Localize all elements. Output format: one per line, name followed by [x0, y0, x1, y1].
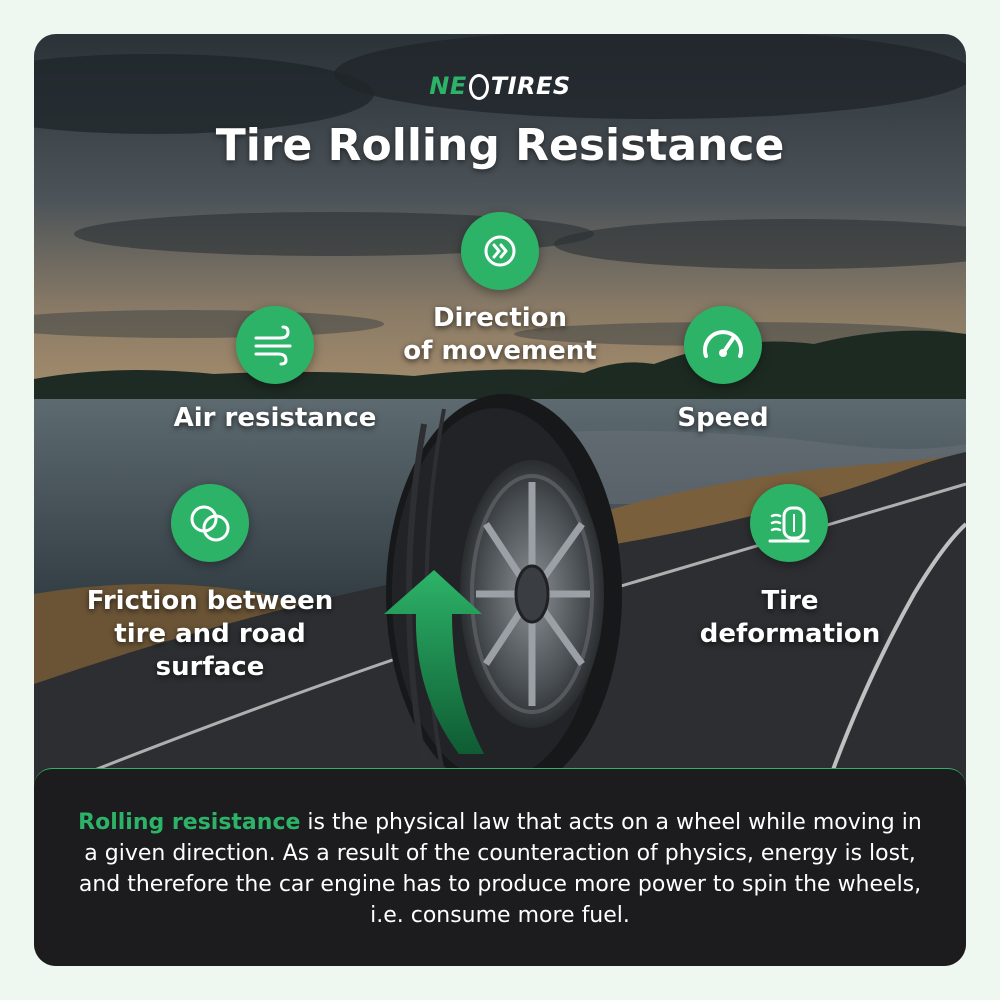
- friction-label-line1: Friction between: [86, 586, 334, 616]
- friction-label-line3: surface: [155, 652, 265, 682]
- friction-label-line2: tire and road: [114, 619, 306, 649]
- double-chevron-right-icon: [484, 235, 516, 267]
- info-panel: Rolling resistance is the physical law t…: [34, 768, 966, 966]
- info-paragraph: Rolling resistance is the physical law t…: [74, 807, 926, 931]
- info-text: is the physical law that acts on a wheel…: [78, 810, 922, 928]
- tire-deformation-icon: [768, 506, 810, 543]
- logo-text-left: NE: [429, 72, 467, 100]
- deformation-badge: [750, 484, 828, 562]
- speedometer-icon: [703, 330, 743, 358]
- deformation-label-line2: deformation: [699, 619, 881, 649]
- direction-label: Direction of movement: [394, 302, 606, 368]
- direction-label-line1: Direction: [432, 303, 568, 333]
- overlapping-circles-icon: [190, 505, 230, 542]
- logo-text-right: TIRES: [490, 72, 571, 100]
- friction-label: Friction between tire and road surface: [74, 585, 346, 684]
- deformation-label-line1: Tire: [761, 586, 819, 616]
- direction-label-line2: of movement: [403, 336, 597, 366]
- infographic-card: NE TIRES Tire Rolling Resistance Directio…: [34, 34, 966, 966]
- page-title: Tire Rolling Resistance: [215, 120, 785, 171]
- air-badge: [236, 306, 314, 384]
- friction-badge: [171, 484, 249, 562]
- logo-tire-icon: [468, 74, 489, 100]
- deformation-label: Tire deformation: [674, 585, 906, 651]
- speed-label: Speed: [677, 403, 769, 433]
- air-resistance-label: Air resistance: [173, 403, 377, 433]
- speed-badge: [684, 306, 762, 384]
- brand-logo: NE TIRES: [34, 72, 966, 100]
- info-highlight: Rolling resistance: [78, 810, 301, 835]
- wind-icon: [254, 325, 292, 366]
- direction-badge: [461, 212, 539, 290]
